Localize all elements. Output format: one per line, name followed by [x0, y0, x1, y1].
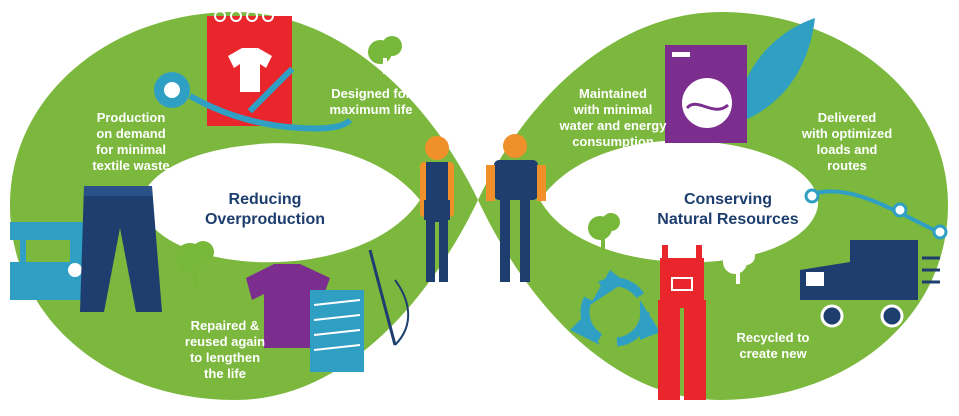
label-repaired: Repaired & reused again to lengthen the …: [170, 318, 280, 382]
tshirt-icon: [246, 264, 330, 348]
label-line: consumption: [572, 134, 654, 149]
measuring-tape-icon: [154, 72, 353, 132]
label-line: Recycled to: [736, 330, 810, 345]
title-line: Natural Resources: [657, 211, 799, 228]
title-line: Conserving: [683, 191, 772, 208]
title-line: Overproduction: [204, 211, 325, 228]
title-conserving-natural-resources: Conserving Natural Resources: [628, 190, 828, 230]
label-recycled: Recycled to create new: [718, 330, 828, 362]
label-line: on demand: [96, 126, 166, 141]
label-line: Designed for: [331, 86, 411, 101]
tree-icon: [588, 213, 620, 250]
label-line: Delivered: [817, 110, 877, 125]
worker-overalls-icon: [420, 136, 454, 282]
washing-machine-icon: [665, 45, 747, 143]
label-line: for minimal: [95, 142, 167, 157]
label-line: the life: [204, 366, 246, 381]
label-line: Repaired &: [190, 318, 260, 333]
label-line: create new: [739, 346, 807, 361]
label-line: water and energy: [559, 118, 667, 133]
worker-uniform-icon: [486, 134, 546, 282]
needle-icon: [368, 249, 410, 346]
truck-icon: [800, 240, 940, 328]
title-line: Reducing: [228, 191, 302, 208]
tree-icon: [175, 241, 214, 286]
jeans-icon: [80, 186, 162, 312]
label-delivered: Delivered with optimized loads and route…: [792, 110, 902, 174]
conveyor-icon: [804, 188, 948, 240]
label-line: Production: [96, 110, 166, 125]
label-line: textile waste: [92, 158, 170, 173]
label-line: maximum life: [329, 102, 413, 117]
overalls-icon: [658, 245, 706, 400]
label-line: with optimized: [801, 126, 893, 141]
label-line: routes: [827, 158, 867, 173]
label-line: with minimal: [573, 102, 653, 117]
leaf-icon: [735, 18, 815, 120]
label-designed: Designed for maximum life: [316, 86, 426, 118]
label-production: Production on demand for minimal textile…: [76, 110, 186, 174]
label-line: reused again: [184, 334, 266, 349]
label-line: Maintained: [579, 86, 647, 101]
label-line: to lengthen: [189, 350, 261, 365]
recycle-icon: [570, 270, 660, 347]
label-maintained: Maintained with minimal water and energy…: [548, 86, 678, 150]
tree-icon: [723, 247, 755, 284]
thread-spool-icon: [310, 290, 364, 372]
title-reducing-overproduction: Reducing Overproduction: [185, 190, 345, 230]
label-line: loads and: [816, 142, 878, 157]
tree-icon: [527, 41, 566, 90]
tree-icon: [416, 42, 471, 110]
tree-icon: [368, 36, 402, 74]
